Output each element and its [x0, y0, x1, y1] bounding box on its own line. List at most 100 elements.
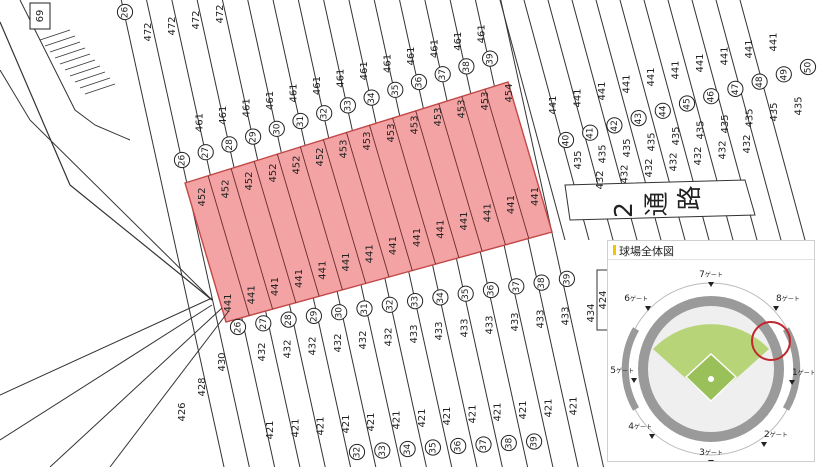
gate-arrow-icon [631, 378, 637, 383]
seat-label-top: 461 [242, 98, 253, 117]
stair-step [39, 29, 71, 41]
gate-number: 4 [628, 422, 634, 432]
seat-number-bottom-row: 34 [403, 444, 413, 456]
title-marker-icon [613, 245, 616, 255]
right-row-line [715, 0, 782, 241]
stair-step [44, 35, 76, 47]
seat-label-selected-lower: 441 [341, 252, 352, 271]
seat-number-upper: 29 [249, 131, 259, 143]
gate-suffix: ゲート [616, 367, 634, 375]
seat-label-top: 461 [336, 69, 347, 88]
seat-number-lower: 31 [360, 303, 370, 314]
seat-divider-line [322, 139, 367, 284]
seat-label-selected-lower: 441 [294, 269, 305, 288]
seat-label-lower: 432 [257, 342, 268, 361]
gate-arrow-icon [649, 434, 655, 439]
seat-number-upper: 32 [320, 108, 330, 119]
seat-label-selected-upper: 452 [197, 187, 208, 206]
seat-number-circle [557, 131, 575, 149]
seat-label-selected-upper: 452 [244, 171, 255, 190]
seat-number-circle [508, 278, 525, 295]
right-seat-number: 41 [586, 127, 596, 138]
seat-number-lower: 33 [411, 296, 421, 307]
seat-label-bottom-row: 421 [467, 404, 478, 423]
seat-number-circle [727, 80, 744, 98]
gate-label[interactable]: 5ゲート [610, 366, 634, 376]
seat-label-selected-upper: 453 [386, 123, 397, 142]
seat-label-stair: 428 [197, 377, 208, 396]
seat-label-top-row: 472 [191, 10, 202, 29]
seat-label-bottom-row: 421 [392, 410, 403, 429]
seat-label-bottom-row: 421 [518, 400, 529, 419]
seat-number-circle [363, 89, 380, 106]
seat-label-bottom-row: 421 [543, 398, 554, 417]
seat-label-selected-upper: 452 [291, 155, 302, 174]
gate-arrow-icon [761, 442, 767, 447]
seat-divider-line [230, 168, 274, 310]
seat-number-circle [356, 300, 373, 317]
seat-label-top-row: 472 [143, 22, 154, 41]
seat-number-circle [482, 281, 500, 299]
seat-number-circle [434, 66, 451, 83]
seat-divider-line [207, 175, 250, 316]
seat-number-circle [399, 440, 416, 458]
gate-label[interactable]: 6ゲート [624, 294, 648, 304]
gate-label[interactable]: 3ゲート [699, 448, 723, 458]
right-seat-label-top: 441 [646, 67, 657, 86]
gate-number: 1 [792, 368, 798, 378]
seat-number-upper: 35 [391, 85, 401, 96]
diagonal-wall-line [109, 311, 229, 467]
right-seat-label-mid: 435 [598, 144, 609, 163]
seat-label-selected-lower: 441 [435, 220, 446, 239]
inner-wall-line [0, 69, 213, 301]
seat-number-lower: 32 [385, 300, 395, 311]
gate-suffix: ゲート [630, 295, 648, 303]
seat-label-lower: 433 [561, 306, 572, 325]
seat-label-top-row: 472 [215, 4, 226, 23]
right-row-line [499, 0, 566, 241]
seat-divider-line [438, 103, 483, 252]
pitchers-mound [708, 376, 714, 382]
seat-label-bottom-row: 421 [569, 396, 580, 415]
right-seat-label-top: 441 [548, 95, 559, 114]
seat-number-circle [280, 311, 297, 328]
seat-number-circle [268, 120, 285, 137]
seat-label-lower: 433 [510, 312, 521, 331]
right-seat-label-top: 441 [622, 74, 633, 93]
seat-number-bottom-row: 35 [428, 442, 438, 453]
right-seat-label-top: 441 [597, 81, 608, 100]
seat-number-lower: 39 [562, 273, 572, 285]
stair-step [59, 53, 91, 65]
seat-label-top: 461 [195, 113, 206, 132]
seat-label-selected-lower: 441 [223, 293, 234, 312]
seat-label-selected-upper: 452 [221, 179, 232, 198]
right-seat-number: 43 [634, 113, 644, 124]
seat-label-lower: 432 [282, 339, 293, 358]
right-seat-label-top: 441 [769, 32, 780, 51]
seat-label-lower: 433 [434, 321, 445, 340]
gate-label[interactable]: 8ゲート [776, 294, 800, 304]
gate-label[interactable]: 2ゲート [764, 430, 788, 440]
right-seat-label-mid: 435 [745, 108, 756, 127]
seat-number-circle [221, 136, 238, 153]
seat-divider-line [415, 110, 460, 258]
gate-label[interactable]: 4ゲート [628, 422, 652, 432]
seat-label-selected-upper: 452 [268, 163, 279, 182]
right-row-line [739, 0, 806, 241]
seat-number-top-row: 26 [121, 7, 131, 19]
seat-label-selected-lower: 441 [506, 195, 517, 214]
seat-label-selected-lower: 441 [317, 261, 328, 280]
outer-stand-left [621, 327, 640, 411]
overview-header: 球場全体図 [608, 241, 814, 260]
diagonal-wall-line [49, 307, 223, 467]
seat-label-top: 461 [430, 39, 441, 58]
seat-label-lower: 433 [459, 318, 470, 337]
seat-label-top: 461 [289, 83, 300, 102]
gate-label[interactable]: 7ゲート [699, 270, 723, 280]
gate-number: 3 [699, 448, 705, 458]
gate-label[interactable]: 1ゲート [792, 368, 814, 378]
